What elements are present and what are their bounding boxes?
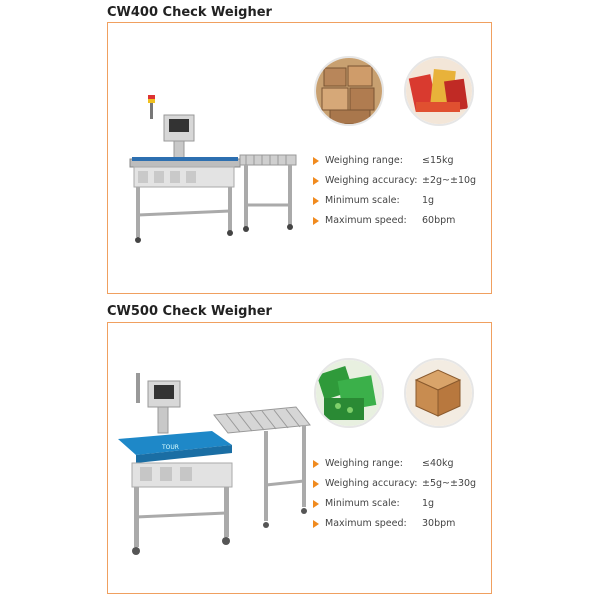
spec-value: 1g (422, 498, 435, 509)
arrow-icon (313, 217, 319, 225)
spec-value: 30bpm (422, 518, 456, 529)
product-panel-cw500: TOUR (107, 322, 492, 594)
product-title-cw400: CW400 Check Weigher (107, 5, 272, 20)
arrow-icon (313, 460, 319, 468)
arrow-icon (313, 177, 319, 185)
spec-label: Maximum speed: (325, 518, 407, 529)
arrow-icon (313, 500, 319, 508)
cw500-machine-image: TOUR (118, 373, 311, 555)
product-panel-cw400 (107, 22, 492, 294)
arrow-icon (313, 197, 319, 205)
spec-label: Weighing range: (325, 155, 403, 166)
arrow-icon (313, 157, 319, 165)
spec-label: Maximum speed: (325, 215, 407, 226)
spec-value: 60bpm (422, 215, 456, 226)
thumbnail-packaged-snacks (404, 56, 474, 126)
spec-value: ≤15kg (422, 155, 454, 166)
arrow-icon (313, 480, 319, 488)
spec-label: Weighing range: (325, 458, 403, 469)
spec-label: Minimum scale: (325, 195, 400, 206)
thumbnail-frozen-vegetable-bags (314, 358, 384, 428)
cw400-machine-image (129, 95, 297, 243)
spec-value: ±5g~±30g (422, 478, 477, 489)
spec-value: 1g (422, 195, 435, 206)
spec-value: ≤40kg (422, 458, 454, 469)
svg-text:TOUR: TOUR (161, 444, 179, 451)
spec-label: Minimum scale: (325, 498, 400, 509)
spec-value: ±2g~±10g (422, 175, 477, 186)
arrow-icon (313, 520, 319, 528)
spec-label: Weighing accuracy: (325, 478, 418, 489)
product-title-cw500: CW500 Check Weigher (107, 304, 272, 319)
spec-label: Weighing accuracy: (325, 175, 418, 186)
thumbnail-cardboard-boxes (314, 56, 384, 126)
thumbnail-open-cardboard-boxes (404, 358, 474, 428)
